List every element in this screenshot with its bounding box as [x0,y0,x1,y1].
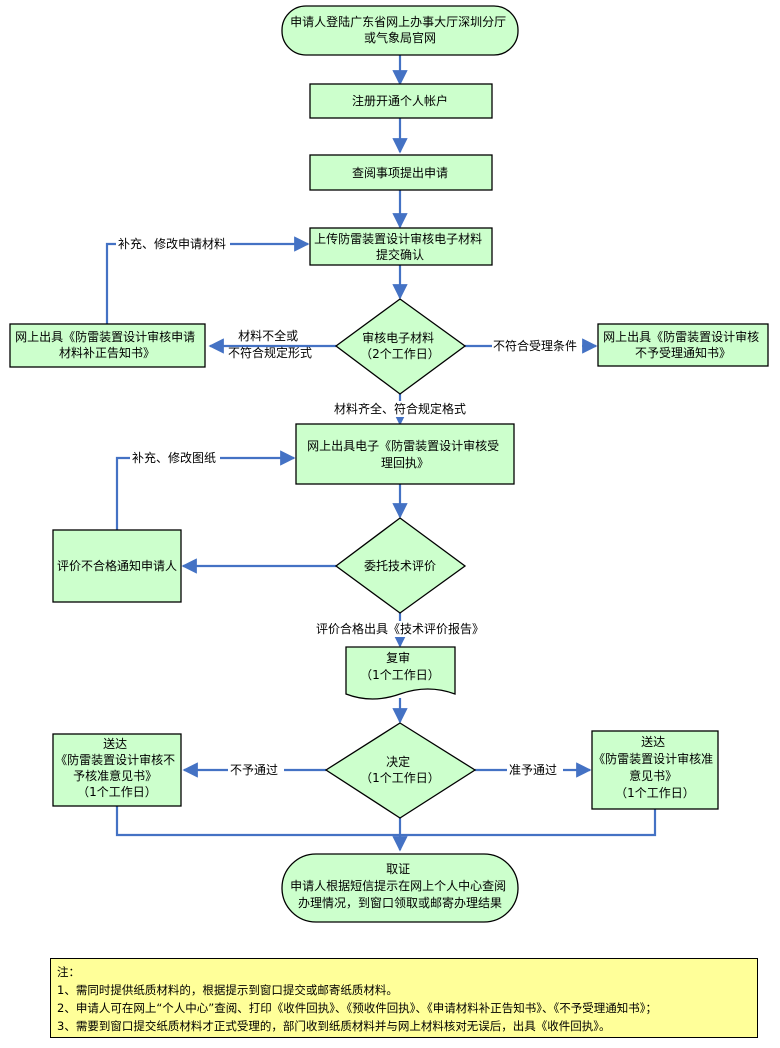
node-register-shape [309,83,493,119]
node-decision-shape [324,722,477,819]
node-fail-shape [52,529,182,603]
approve-label: 送达 《防雷装置设计审核准 意见书》 （1个工作日） [593,734,717,800]
edge-label-not-approved: 不予通过 [230,763,278,777]
deny-label: 送达 《防雷装置设计审核不 予核准意见书》 （1个工作日） [55,736,179,799]
decision-label: 决定 （1个工作日） [360,754,440,785]
node-eval-shape [334,517,467,614]
node-reject-shape [597,323,769,367]
node-deny-shape [52,733,182,807]
supplement-label: 网上出具《防雷装置设计审核申请 材料补正告知书》 [15,329,199,360]
nodes [9,5,769,923]
recheck-label: 复审 （1个工作日） [360,650,440,682]
node-supplement-shape [9,323,206,368]
eval-label: 委托技术评价 [364,559,436,573]
notes-title: 注： [57,965,80,979]
node-apply-shape [309,154,493,191]
note-item-1: 1、需同时提供纸质材料的，根据提示到窗口提交或邮寄纸质材料。 [57,983,398,997]
reject-label: 网上出具《防雷装置设计审核 不予受理通知书》 [603,329,763,360]
node-start-shape [281,5,519,56]
edge-deny-collect [115,806,400,837]
edge-label-supplement-drawings: 补充、修改图纸 [132,450,216,465]
edge-label-supplement-materials: 补充、修改申请材料 [118,236,226,251]
review-label: 审核电子材料 （2个工作日） [360,330,440,361]
receipt-label: 网上出具电子《防雷装置设计审核受 理回执》 [307,438,503,470]
node-approve-shape [591,730,719,810]
note-item-2: 2、申请人可在网上“个人中心”查阅、打印《收件回执》、《预收件回执》、《申请材料… [57,1001,657,1015]
node-collect-shape [281,853,519,923]
collect-label: 取证 申请人根据短信提示在网上个人中心查阅 办理情况，到窗口领取或邮寄办理结果 [290,862,510,910]
upload-label: 上传防雷装置设计审核电子材料 提交确认 [314,231,486,262]
edge-label-approved: 准予通过 [509,763,557,777]
notes-box: 注： 1、需同时提供纸质材料的，根据提示到窗口提交或邮寄纸质材料。 2、申请人可… [50,958,758,1038]
edge-label-complete: 材料齐全、符合规定格式 [334,401,466,416]
edge-labels: 补充、修改申请材料 材料不全或 不符合规定形式 不符合受理条件 材料齐全、符合规… [116,236,582,778]
apply-label: 查阅事项提出申请 [352,165,448,180]
node-upload-shape [309,227,493,266]
edge-approve-collect [400,809,657,837]
edge-fail-receipt [115,450,296,530]
note-item-3: 3、需要到窗口提交纸质材料才正式受理的，部门收到纸质材料并与网上材料核对无误后，… [57,1019,611,1033]
edge-label-eval-pass: 评价合格出具《技术评价报告》 [316,621,484,636]
start-label: 申请人登陆广东省网上办事大厅深圳分厅 或气象局官网 [290,14,510,45]
node-review-shape [334,298,467,395]
node-receipt-shape [295,423,515,485]
edge-supplement-upload [105,236,310,324]
fail-label: 评价不合格通知申请人 [57,558,177,573]
edge-label-incomplete: 材料不全或 不符合规定形式 [228,328,312,360]
node-labels: 申请人登陆广东省网上办事大厅深圳分厅 或气象局官网 注册开通个人帐户 查阅事项提… [15,14,763,910]
edge-label-not-eligible: 不符合受理条件 [493,338,577,353]
node-recheck-shape [345,646,456,700]
register-label: 注册开通个人帐户 [352,93,448,108]
